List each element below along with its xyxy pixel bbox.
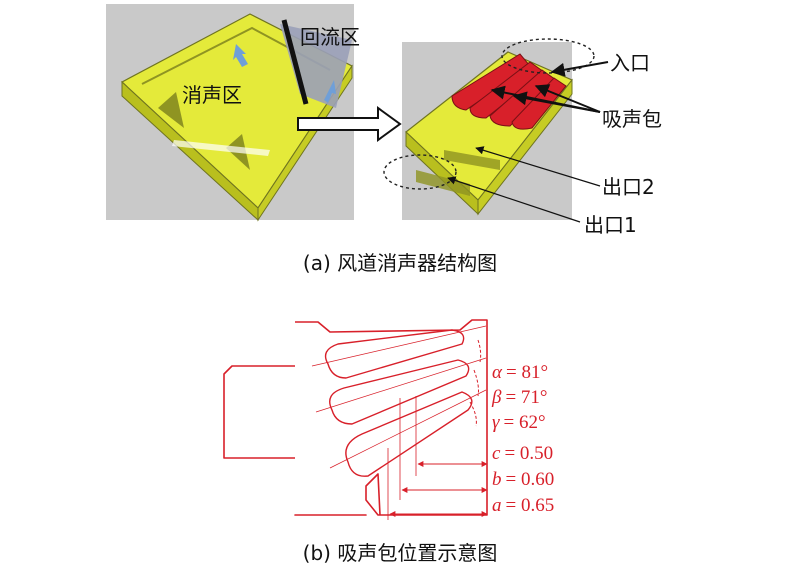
- duct-outline: [294, 319, 488, 516]
- label-silencer-zone: 消声区: [182, 83, 242, 107]
- inlet-flange: [223, 365, 295, 459]
- absorber-leader-3: [490, 85, 601, 113]
- absorber-slot-1: [324, 329, 465, 379]
- angle-labels: α= 81° β= 71° γ= 62°: [491, 362, 548, 433]
- baffle-plate: [281, 19, 309, 105]
- centerline-3: [329, 389, 487, 469]
- angle-arc-gamma: [469, 401, 477, 427]
- duct2-side-wall: [477, 78, 573, 216]
- outlet-slot: [172, 140, 270, 156]
- outlet-1-opening: [416, 170, 470, 196]
- label-absorber: 吸声包: [602, 107, 662, 131]
- dimension-labels: c= 0.50 b= 0.60 a= 0.65: [492, 443, 554, 516]
- flow-arrow-up-icon: [324, 80, 336, 103]
- absorber-packs: [451, 53, 567, 130]
- outlet1-leader: [447, 176, 581, 223]
- caption-panel-b: (b) 吸声包位置示意图: [303, 541, 498, 565]
- absorber-slot-3: [345, 391, 473, 477]
- transition-arrow-icon: [297, 106, 402, 142]
- outlet1-highlight: [383, 154, 457, 190]
- angle-label-alpha: α= 81°: [492, 362, 548, 383]
- dim-label-c: c= 0.50: [492, 443, 553, 464]
- angle-arc-alpha: [477, 339, 482, 363]
- dim-label-a: a= 0.65: [492, 495, 554, 516]
- centerline-2: [315, 357, 487, 413]
- angle-arc-beta: [473, 369, 479, 397]
- centerline-1: [311, 325, 487, 367]
- absorber-leader-1: [534, 84, 601, 113]
- angle-label-gamma: γ= 62°: [492, 412, 546, 433]
- label-backflow-zone: 回流区: [300, 25, 360, 49]
- label-inlet: 入口: [610, 51, 650, 75]
- angle-label-beta: β= 71°: [491, 387, 548, 408]
- inlet-leader: [550, 61, 609, 77]
- inlet-highlight: [501, 38, 595, 74]
- label-outlet-2: 出口2: [602, 175, 655, 199]
- absorber-slot-2: [329, 359, 470, 425]
- fin-1: [158, 92, 184, 128]
- label-outlet-1: 出口1: [584, 213, 637, 237]
- panel-a-left-model: 消声区 回流区: [106, 4, 360, 222]
- flow-arrow-down-icon: [233, 44, 248, 67]
- dim-label-b: b= 0.60: [492, 469, 554, 490]
- panel-a-right-model: [383, 38, 609, 223]
- caption-panel-a: (a) 风道消声器结构图: [303, 251, 497, 275]
- outlet2-leader: [475, 146, 601, 187]
- panel-b-drawing: [223, 319, 488, 520]
- outlet-2-opening: [444, 150, 500, 170]
